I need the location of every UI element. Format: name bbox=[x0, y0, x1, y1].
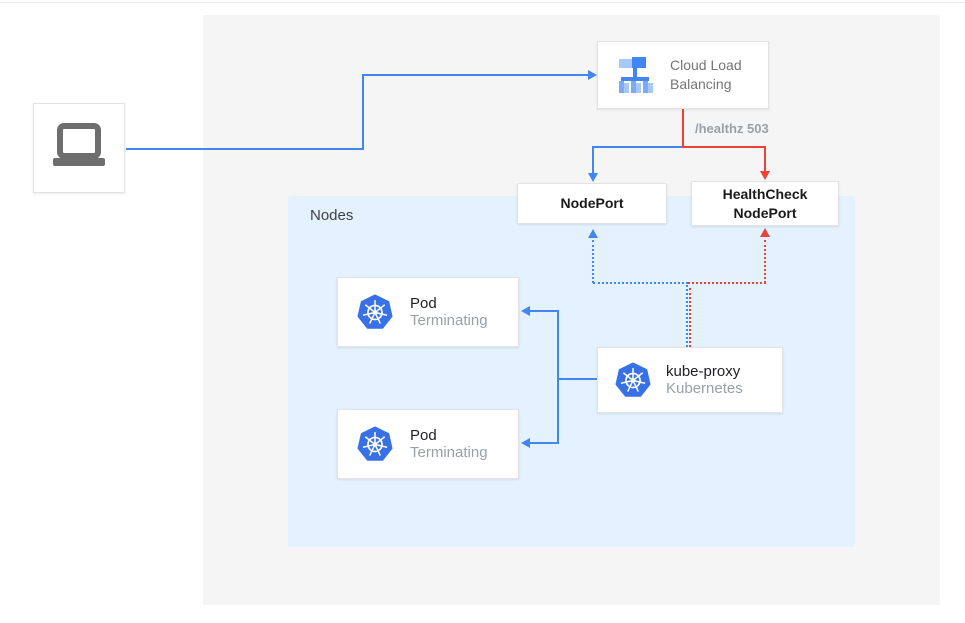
arrowhead-into-nodeport bbox=[588, 173, 598, 182]
arrowhead-into-pod1 bbox=[521, 306, 530, 316]
line-junction-left-blue bbox=[592, 146, 684, 148]
line-down-to-healthcheck bbox=[764, 146, 766, 172]
dotted-horizontal-blue bbox=[593, 282, 688, 284]
arrowhead-into-clb bbox=[588, 70, 597, 80]
clb-label-line2: Balancing bbox=[670, 76, 732, 92]
kube-proxy-subtitle: Kubernetes bbox=[666, 380, 743, 397]
pod2-title: Pod bbox=[410, 427, 437, 444]
kubernetes-icon bbox=[356, 293, 394, 331]
kube-proxy-title: kube-proxy bbox=[666, 363, 741, 380]
dotted-kubeproxy-up-red bbox=[689, 288, 691, 347]
line-to-pod1 bbox=[529, 310, 559, 312]
pod1-text: Pod Terminating bbox=[410, 295, 488, 329]
pod1-status: Terminating bbox=[410, 312, 488, 329]
line-kubeproxy-left bbox=[557, 378, 597, 380]
dotted-horizontal-red bbox=[688, 282, 766, 284]
arrowhead-into-pod2 bbox=[521, 438, 530, 448]
dotted-kubeproxy-up-blue bbox=[686, 285, 688, 347]
healthcheck-nodeport-line2: NodePort bbox=[733, 204, 797, 221]
kube-proxy-card: kube-proxy Kubernetes bbox=[597, 347, 783, 413]
line-to-pod2 bbox=[529, 442, 559, 444]
nodeport-box: NodePort bbox=[517, 183, 667, 224]
pod1-title: Pod bbox=[410, 295, 437, 312]
cloud-load-balancing-icon bbox=[614, 55, 656, 95]
nodes-label: Nodes bbox=[310, 207, 354, 224]
laptop-icon bbox=[50, 123, 108, 173]
cloud-load-balancing-card: Cloud Load Balancing bbox=[597, 41, 769, 109]
healthcheck-nodeport-box: HealthCheck NodePort bbox=[691, 181, 839, 226]
arrowhead-up-nodeport bbox=[588, 229, 598, 238]
pod1-card: Pod Terminating bbox=[337, 277, 519, 347]
clb-label-line1: Cloud Load bbox=[670, 57, 742, 73]
pod2-text: Pod Terminating bbox=[410, 427, 488, 461]
dotted-up-to-nodeport bbox=[592, 240, 594, 283]
kubernetes-icon bbox=[356, 425, 394, 463]
healthz-503-label: /healthz 503 bbox=[695, 121, 769, 136]
line-down-to-nodeport bbox=[592, 146, 594, 174]
line-clb-down-red bbox=[682, 109, 684, 148]
line-pods-vertical bbox=[557, 310, 559, 444]
dotted-up-to-healthcheck bbox=[764, 240, 766, 283]
top-divider bbox=[0, 2, 965, 3]
nodeport-label: NodePort bbox=[560, 195, 624, 211]
arrowhead-into-healthcheck bbox=[760, 171, 770, 180]
healthcheck-nodeport-line1: HealthCheck bbox=[722, 185, 808, 202]
line-laptop-vertical bbox=[362, 74, 364, 150]
line-laptop-horizontal bbox=[126, 148, 362, 150]
kubernetes-icon bbox=[614, 361, 652, 399]
pod2-status: Terminating bbox=[410, 444, 488, 461]
kube-proxy-text: kube-proxy Kubernetes bbox=[666, 363, 743, 397]
line-laptop-to-clb bbox=[362, 74, 589, 76]
line-junction-right-red bbox=[682, 146, 766, 148]
client-laptop-card bbox=[33, 103, 125, 193]
arrowhead-up-healthcheck bbox=[760, 228, 770, 237]
cloud-load-balancing-label: Cloud Load Balancing bbox=[670, 56, 742, 94]
pod2-card: Pod Terminating bbox=[337, 409, 519, 479]
